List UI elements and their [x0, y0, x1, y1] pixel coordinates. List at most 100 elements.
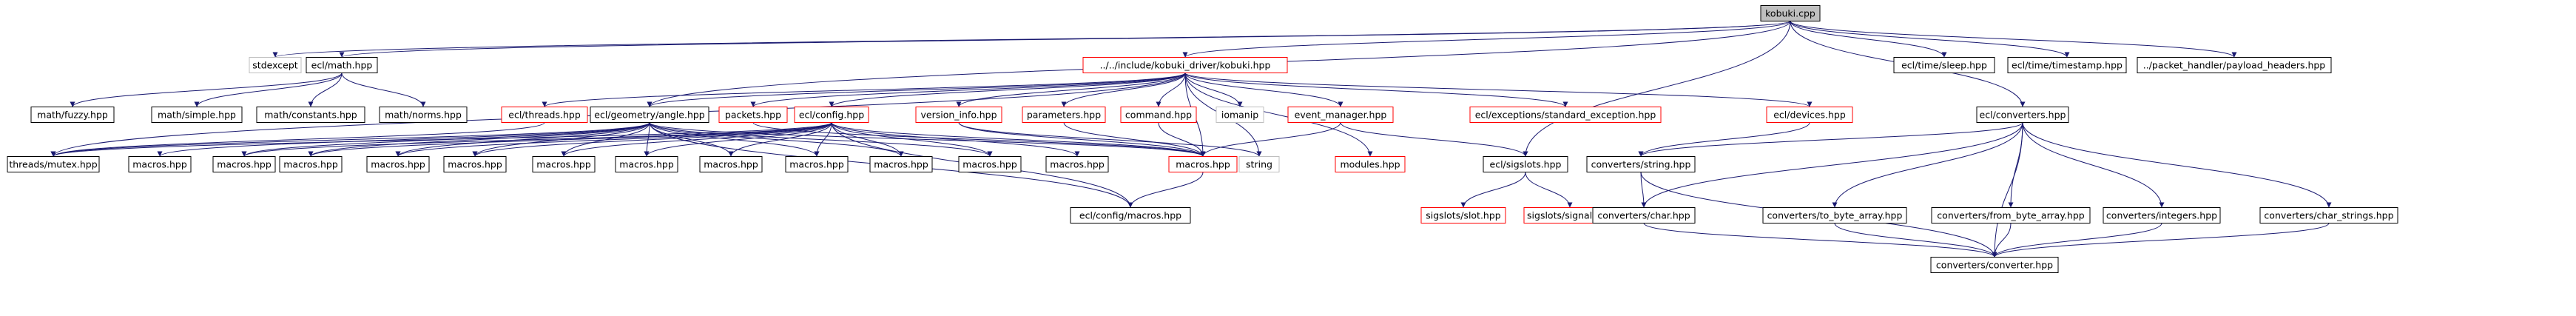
node-math-constants[interactable]: math/constants.hpp	[256, 107, 365, 123]
edge-kobuki_cpp-to-payload_headers	[1790, 21, 2237, 58]
node-ecl-threads[interactable]: ecl/threads.hpp	[501, 107, 588, 123]
node-macros-l[interactable]: macros.hpp	[1045, 156, 1109, 172]
node-kobuki-hpp[interactable]: ../../include/kobuki_driver/kobuki.hpp	[1082, 57, 1288, 73]
node-ecl-sigslots[interactable]: ecl/sigslots.hpp	[1483, 156, 1568, 172]
node-macros-j[interactable]: macros.hpp	[869, 156, 933, 172]
edge-parameters-to-macros_red	[1063, 122, 1206, 157]
node-label: math/fuzzy.hpp	[37, 110, 108, 121]
edge-ecl_math-to-math_norms	[341, 73, 426, 107]
node-math-norms[interactable]: math/norms.hpp	[379, 107, 468, 123]
node-ecl-math[interactable]: ecl/math.hpp	[306, 57, 378, 73]
node-macros-h[interactable]: macros.hpp	[699, 156, 763, 172]
node-label: macros.hpp	[371, 159, 425, 170]
node-label: ecl/devices.hpp	[1773, 110, 1846, 121]
node-label: ecl/converters.hpp	[1980, 110, 2066, 121]
node-ecl-config[interactable]: ecl/config.hpp	[794, 107, 869, 123]
edge-kobuki_hpp-to-ecl_exceptions	[1184, 73, 1568, 107]
node-stdexcept: stdexcept	[249, 57, 302, 73]
node-box	[1766, 107, 1853, 123]
node-kobuki-cpp: kobuki.cpp	[1760, 5, 1821, 21]
node-box	[1045, 156, 1109, 172]
edge-event_manager-to-ecl_sigslots	[1340, 122, 1528, 157]
node-box	[958, 156, 1022, 172]
node-converters-converter[interactable]: converters/converter.hpp	[1930, 257, 2059, 273]
node-label: macros.hpp	[448, 159, 502, 170]
node-box	[1120, 107, 1197, 123]
edge-ecl_config-to-macros_h	[728, 122, 832, 157]
node-ecl-converters[interactable]: ecl/converters.hpp	[1976, 107, 2069, 123]
node-event-manager[interactable]: event_manager.hpp	[1287, 107, 1394, 123]
edge-kobuki_cpp-to-ecl_math	[340, 21, 1791, 58]
edge-kobuki_cpp-to-ecl_sigslots	[1523, 21, 1791, 157]
node-macros-f[interactable]: macros.hpp	[532, 156, 596, 172]
node-label: macros.hpp	[962, 159, 1017, 170]
node-macros-a[interactable]: macros.hpp	[128, 156, 192, 172]
node-converters-char[interactable]: converters/char.hpp	[1592, 207, 1696, 223]
node-math-fuzzy[interactable]: math/fuzzy.hpp	[30, 107, 115, 123]
node-parameters[interactable]: parameters.hpp	[1022, 107, 1106, 123]
node-label: math/constants.hpp	[264, 110, 357, 121]
node-command[interactable]: command.hpp	[1120, 107, 1197, 123]
node-label: sigslots/signal.hpp	[1527, 210, 1613, 221]
node-ecl-geometry-angle[interactable]: ecl/geometry/angle.hpp	[590, 107, 709, 123]
node-converters-string[interactable]: converters/string.hpp	[1586, 156, 1696, 172]
node-macros-i[interactable]: macros.hpp	[785, 156, 849, 172]
edge-ecl_geometry_angle-to-threads_mutex	[50, 122, 650, 157]
node-label: ecl/time/timestamp.hpp	[2012, 60, 2122, 71]
edge-ecl_converters-to-converters_integers	[2022, 122, 2165, 208]
edge-ecl_config-to-macros_d	[395, 122, 832, 157]
node-box	[1931, 207, 2091, 223]
edge-ecl_geometry_angle-to-macros_a	[157, 122, 650, 157]
edge-ecl_geometry_angle-to-macros_k	[649, 122, 993, 157]
node-label: converters/to_byte_array.hpp	[1767, 210, 1903, 221]
node-threads-mutex[interactable]: threads/mutex.hpp	[7, 156, 100, 172]
node-modules[interactable]: modules.hpp	[1335, 156, 1406, 172]
node-converters-to-byte-array[interactable]: converters/to_byte_array.hpp	[1762, 207, 1907, 223]
node-label: converters/converter.hpp	[1936, 260, 2053, 271]
node-macros-red[interactable]: macros.hpp	[1168, 156, 1238, 172]
node-box	[2007, 57, 2127, 73]
edge-kobuki_hpp-to-ecl_devices	[1184, 73, 1813, 107]
edge-ecl_geometry_angle-to-macros_d	[395, 122, 650, 157]
node-converters-integers[interactable]: converters/integers.hpp	[2103, 207, 2221, 223]
node-macros-e[interactable]: macros.hpp	[443, 156, 507, 172]
node-label: macros.hpp	[874, 159, 928, 170]
edge-ecl_converters-to-converters_from_byte_array	[2008, 122, 2023, 208]
node-ecl-time-timestamp[interactable]: ecl/time/timestamp.hpp	[2007, 57, 2127, 73]
node-packets[interactable]: packets.hpp	[718, 107, 788, 123]
node-label: macros.hpp	[789, 159, 844, 170]
node-version-info[interactable]: version_info.hpp	[915, 107, 1002, 123]
node-sigslots-slot[interactable]: sigslots/slot.hpp	[1420, 207, 1506, 223]
node-payload-headers[interactable]: ../packet_handler/payload_headers.hpp	[2137, 57, 2332, 73]
node-macros-c[interactable]: macros.hpp	[279, 156, 343, 172]
node-box	[212, 156, 276, 172]
edge-kobuki_hpp-to-command	[1156, 73, 1186, 107]
node-macros-d[interactable]: macros.hpp	[366, 156, 430, 172]
node-string: string	[1238, 156, 1280, 172]
edge-ecl_config-to-macros_l	[831, 122, 1080, 157]
node-ecl-devices[interactable]: ecl/devices.hpp	[1766, 107, 1853, 123]
node-converters-from-byte-array[interactable]: converters/from_byte_array.hpp	[1931, 207, 2091, 223]
edge-ecl_config-to-macros_k	[831, 122, 993, 157]
node-label: threads/mutex.hpp	[9, 159, 97, 170]
node-box	[915, 107, 1002, 123]
node-label: ../packet_handler/payload_headers.hpp	[2143, 60, 2326, 71]
node-math-simple[interactable]: math/simple.hpp	[151, 107, 243, 123]
node-macros-g[interactable]: macros.hpp	[615, 156, 678, 172]
node-macros-b[interactable]: macros.hpp	[212, 156, 276, 172]
edge-ecl_math-to-math_simple	[194, 73, 343, 107]
node-label: macros.hpp	[283, 159, 338, 170]
node-ecl-config-macros[interactable]: ecl/config/macros.hpp	[1070, 207, 1191, 223]
edge-kobuki_cpp-to-ecl_time_timestamp	[1790, 21, 2070, 58]
node-macros-k[interactable]: macros.hpp	[958, 156, 1022, 172]
node-label: math/simple.hpp	[158, 110, 236, 121]
node-box	[2259, 207, 2398, 223]
node-box	[1168, 156, 1238, 172]
edge-ecl_config-to-macros_f	[561, 122, 832, 157]
node-label: parameters.hpp	[1027, 110, 1101, 121]
node-ecl-exceptions[interactable]: ecl/exceptions/standard_exception.hpp	[1469, 107, 1662, 123]
node-ecl-time-sleep[interactable]: ecl/time/sleep.hpp	[1893, 57, 1995, 73]
node-label: packets.hpp	[725, 110, 781, 121]
node-converters-char-strings[interactable]: converters/char_strings.hpp	[2259, 207, 2398, 223]
node-label: ecl/config.hpp	[799, 110, 864, 121]
